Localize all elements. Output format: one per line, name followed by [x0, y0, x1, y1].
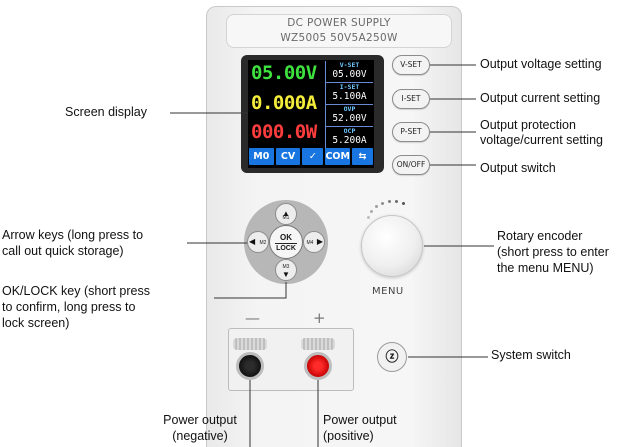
- level-dot: [375, 205, 378, 208]
- label-ok-line3: lock screen): [2, 316, 70, 330]
- iset-screen-label: I-SET: [339, 83, 360, 91]
- vset-button[interactable]: V-SET: [392, 55, 430, 75]
- left-arrow-button[interactable]: ◀ M2: [247, 231, 269, 253]
- ovp-screen-value: 52.00V: [332, 113, 367, 124]
- label-onoff: Output switch: [480, 161, 556, 175]
- voltage-reading: 05.00V: [251, 62, 317, 84]
- ovp-screen-label: OVP: [343, 105, 356, 113]
- iset-box: I-SET 5.100A: [326, 83, 373, 105]
- label-rotary-line1: Rotary encoder: [497, 229, 583, 243]
- down-arrow-icon: ▼: [282, 270, 290, 279]
- nameplate: DC POWER SUPPLY WZ5005 50V5A250W: [226, 14, 452, 48]
- positive-post-collar: [301, 338, 335, 350]
- positive-sign: +: [313, 309, 326, 327]
- memory-badge: M0: [249, 148, 274, 165]
- ocp-box: OCP 5.200A: [326, 127, 373, 149]
- up-arrow-icon: ▲: [282, 209, 290, 218]
- status-bar: M0 CV ✓ COM ⇆: [249, 148, 374, 165]
- level-dot: [402, 202, 405, 205]
- right-arrow-icon: ▶: [316, 237, 323, 246]
- vset-screen-label: V-SET: [339, 61, 360, 69]
- com-badge: COM: [325, 148, 351, 165]
- positive-terminal[interactable]: [304, 352, 332, 380]
- level-dot: [367, 216, 370, 219]
- ocp-screen-label: OCP: [343, 127, 356, 135]
- m2-label: M2: [259, 240, 267, 246]
- label-arrow-line2: call out quick storage): [2, 244, 124, 258]
- rotary-encoder-knob[interactable]: [361, 215, 423, 277]
- ok-lock-button[interactable]: OK LOCK: [269, 225, 303, 259]
- level-dot: [370, 210, 373, 213]
- up-arrow-button[interactable]: ▲ M1: [275, 203, 297, 225]
- iset-screen-value: 5.100A: [332, 91, 367, 102]
- label-arrow-line1: Arrow keys (long press to: [2, 228, 144, 242]
- label-ok-line1: OK/LOCK key (short press: [2, 284, 150, 298]
- level-dot: [381, 202, 384, 205]
- down-arrow-button[interactable]: ▼ M3: [275, 259, 297, 281]
- menu-label: MENU: [372, 286, 404, 297]
- current-reading: 0.000A: [251, 92, 317, 114]
- onoff-button[interactable]: ON/OFF: [392, 155, 430, 175]
- ocp-screen-value: 5.200A: [332, 135, 367, 146]
- label-rotary-line3: the menu MENU): [497, 261, 594, 275]
- link-icon: ⇆: [352, 148, 374, 165]
- level-dot: [395, 200, 398, 203]
- mode-badge: CV: [275, 148, 301, 165]
- left-arrow-icon: ◀: [249, 237, 256, 246]
- lock-label: LOCK: [275, 243, 297, 252]
- m1-label: M1: [282, 215, 290, 221]
- settings-column: V-SET 05.00V I-SET 5.100A OVP 52.00V OCP…: [325, 61, 373, 149]
- label-system: System switch: [491, 348, 571, 362]
- label-iset: Output current setting: [480, 91, 601, 105]
- label-rotary-line2: (short press to enter: [497, 245, 609, 259]
- m4-label: M4: [306, 240, 314, 246]
- level-dot: [388, 200, 391, 203]
- vset-box: V-SET 05.00V: [326, 61, 373, 83]
- negative-sign: —: [245, 309, 260, 327]
- lcd-screen: 05.00V 0.000A 000.0W V-SET 05.00V I-SET …: [248, 60, 374, 168]
- vset-screen-value: 05.00V: [332, 69, 367, 80]
- system-switch-button[interactable]: ⓩ: [377, 342, 407, 372]
- right-arrow-button[interactable]: ▶ M4: [303, 231, 325, 253]
- label-pset-line2: voltage/current setting: [480, 133, 603, 147]
- device-title: DC POWER SUPPLY: [287, 17, 391, 29]
- check-icon: ✓: [302, 148, 324, 165]
- label-negative-line2: (negative): [172, 429, 228, 443]
- device-model: WZ5005 50V5A250W: [280, 32, 398, 44]
- ok-label: OK: [280, 233, 292, 242]
- label-positive-line2: (positive): [323, 429, 374, 443]
- label-positive-line1: Power output: [323, 413, 397, 427]
- iset-button[interactable]: I-SET: [392, 89, 430, 109]
- m3-label: M3: [282, 264, 290, 270]
- label-pset-line1: Output protection: [480, 118, 576, 132]
- power-reading: 000.0W: [251, 121, 317, 143]
- ovp-box: OVP 52.00V: [326, 105, 373, 127]
- pset-button[interactable]: P-SET: [392, 122, 430, 142]
- negative-terminal[interactable]: [236, 352, 264, 380]
- negative-post-collar: [233, 338, 267, 350]
- label-negative-line1: Power output: [163, 413, 237, 427]
- label-ok-line2: to confirm, long press to: [2, 300, 136, 314]
- label-screen-display: Screen display: [65, 105, 147, 119]
- label-vset: Output voltage setting: [480, 57, 602, 71]
- power-icon: ⓩ: [385, 349, 399, 364]
